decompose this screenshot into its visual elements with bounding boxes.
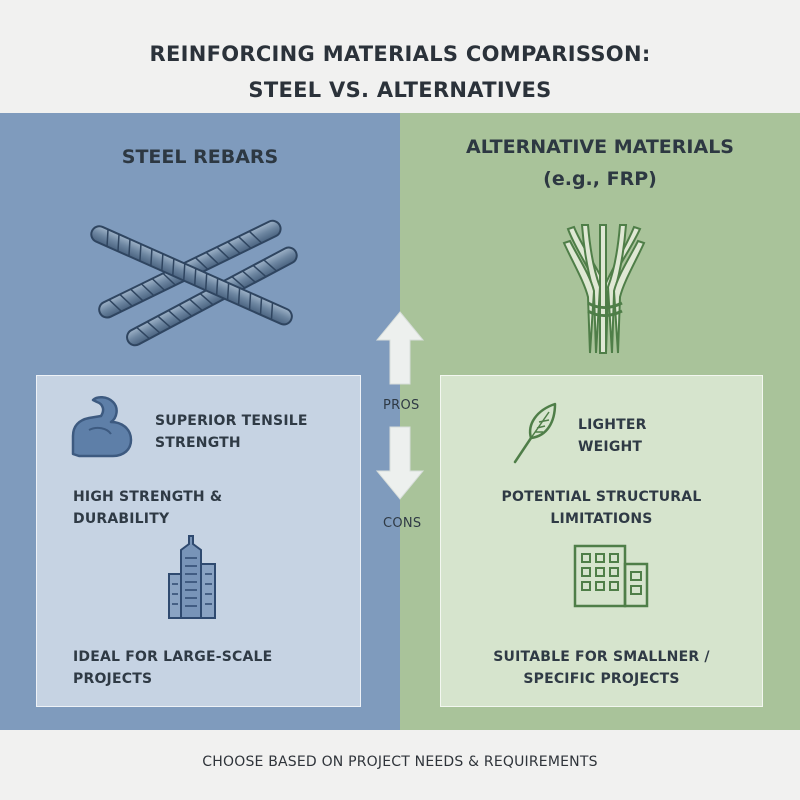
pros-label: PROS bbox=[383, 398, 420, 413]
large-scale-text: IDEAL FOR LARGE-SCALE PROJECTS bbox=[73, 649, 273, 687]
steel-rebar-icon bbox=[90, 219, 298, 347]
alternatives-heading-line-1: ALTERNATIVE MATERIALS bbox=[466, 136, 734, 158]
title-line-2: STEEL VS. ALTERNATIVES bbox=[248, 78, 552, 102]
low-rise-building-icon bbox=[573, 544, 649, 608]
arrow-down-icon bbox=[375, 426, 425, 500]
steel-info-box: SUPERIOR TENSILE STRENGTH HIGH STRENGTH … bbox=[36, 375, 361, 707]
cons-label: CONS bbox=[383, 516, 422, 531]
lighter-weight-text: LIGHTER WEIGHT bbox=[578, 417, 647, 455]
alternatives-info-box: LIGHTER WEIGHT POTENTIAL STRUCTURAL LIMI… bbox=[440, 375, 763, 707]
steel-heading: STEEL REBARS bbox=[121, 146, 279, 168]
steel-panel: STEEL REBARS bbox=[0, 113, 400, 730]
frp-bundle-icon bbox=[562, 224, 646, 354]
alternatives-panel: ALTERNATIVE MATERIALS (e.g., FRP) LIGHTE… bbox=[400, 113, 800, 730]
flexed-arm-icon bbox=[71, 396, 133, 458]
skyscraper-icon bbox=[168, 535, 216, 619]
alternatives-heading: ALTERNATIVE MATERIALS (e.g., FRP) bbox=[400, 131, 800, 195]
feather-icon bbox=[513, 402, 557, 464]
arrow-up-icon bbox=[375, 311, 425, 385]
tensile-strength-text: SUPERIOR TENSILE STRENGTH bbox=[155, 413, 308, 451]
alternatives-heading-line-2: (e.g., FRP) bbox=[543, 168, 657, 190]
smaller-projects-text: SUITABLE FOR SMALLNER / SPECIFIC PROJECT… bbox=[493, 649, 710, 687]
footer-note: CHOOSE BASED ON PROJECT NEEDS & REQUIREM… bbox=[202, 754, 598, 770]
page-title: REINFORCING MATERIALS COMPARISSON: STEEL… bbox=[0, 36, 800, 108]
title-line-1: REINFORCING MATERIALS COMPARISSON: bbox=[149, 42, 651, 66]
durability-text: HIGH STRENGTH & DURABILITY bbox=[73, 489, 223, 527]
structural-limitations-text: POTENTIAL STRUCTURAL LIMITATIONS bbox=[501, 489, 702, 527]
